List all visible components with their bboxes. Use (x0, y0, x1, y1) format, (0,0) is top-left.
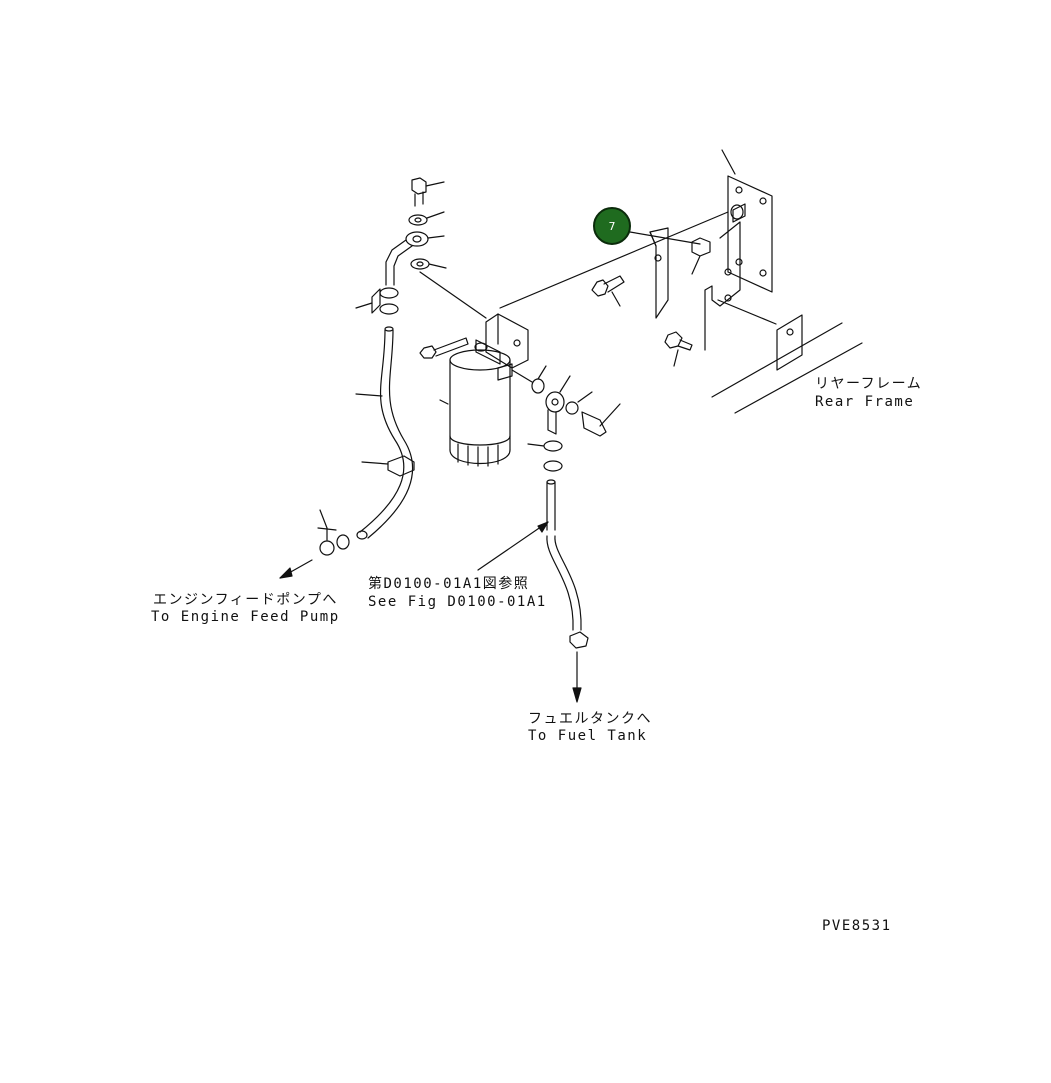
see-fig-label-en: See Fig D0100-01A1 (368, 594, 547, 610)
frame-leader (721, 149, 736, 175)
fuel-filter-head (474, 313, 529, 369)
washer-lower (410, 258, 487, 319)
washer-bolt-outlet (565, 391, 621, 437)
fuel-filter-element (439, 349, 511, 467)
drawing-number: PVE8531 (822, 918, 892, 934)
mounting-bracket-left (649, 227, 711, 319)
bracket-bolt (591, 275, 625, 307)
callout-7-button[interactable]: 7 (593, 207, 631, 245)
banjo-fitting-bottom (545, 375, 571, 435)
mounting-bracket-right (704, 203, 746, 351)
rear-frame-label-jp: リヤーフレーム (815, 376, 923, 392)
arrow-to-engine-pump (279, 559, 313, 579)
filter-head-bolt (419, 337, 469, 359)
rail-leader (717, 299, 777, 325)
see-fig-label-jp: 第D0100-01A1図参照 (368, 576, 530, 592)
engine-pump-label-en: To Engine Feed Pump (151, 609, 340, 625)
engine-pump-label-jp: エンジンフィードポンプへ (153, 592, 338, 608)
hose-clamp-upper (355, 287, 399, 315)
assembly-axis-line (499, 211, 729, 309)
callout-number: 7 (608, 219, 616, 233)
fuel-tank-label-jp: フュエルタンクへ (528, 711, 652, 727)
rear-frame-label-en: Rear Frame (815, 394, 915, 410)
hose-clamp-lower (317, 509, 350, 556)
banjo-bolt-top (411, 177, 445, 207)
fuel-tank-label-en: To Fuel Tank (528, 728, 648, 744)
fuel-hose-to-tank (546, 479, 589, 649)
reference-leader (477, 521, 549, 571)
hose-clamp-outlet (527, 440, 563, 472)
banjo-fitting-top (385, 231, 445, 286)
washer-top (408, 211, 445, 226)
fuel-hose-left (355, 326, 415, 540)
washer-outlet (497, 363, 547, 394)
bracket-lower-bolt (664, 331, 693, 367)
arrow-to-fuel-tank (572, 651, 582, 703)
rear-frame-plate (727, 175, 773, 293)
rear-frame-tab (776, 314, 803, 371)
callout-leader-line (629, 231, 701, 245)
